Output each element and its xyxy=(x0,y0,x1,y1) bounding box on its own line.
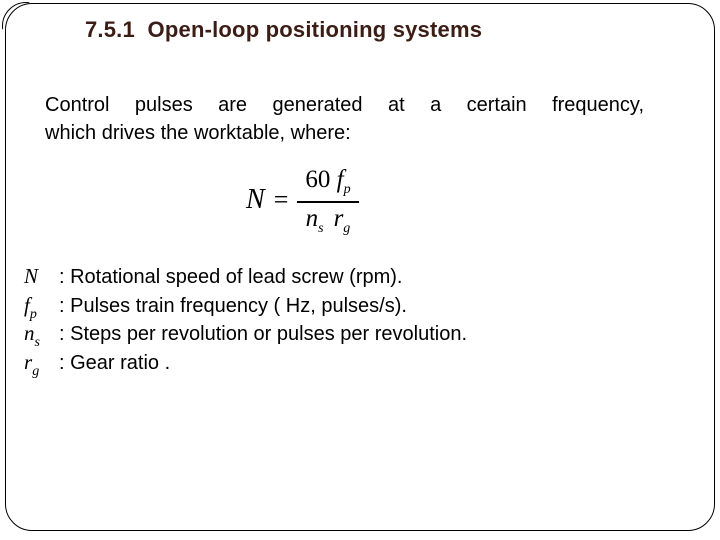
denominator-variable-1: n xyxy=(305,205,319,232)
numerator-variable: f xyxy=(336,166,344,193)
symbol-subscript: p xyxy=(29,306,37,322)
definition-text: : Gear ratio . xyxy=(59,351,171,374)
symbol-letter: f xyxy=(24,292,30,317)
intro-line-1: Control pulses are generated at a certai… xyxy=(45,94,644,116)
definitions-list: N : Rotational speed of lead screw (rpm)… xyxy=(24,264,467,379)
symbol-letter: N xyxy=(24,264,39,288)
definition-row-fp: fp : Pulses train frequency ( Hz, pulses… xyxy=(24,293,467,322)
slide-title: 7.5.1 Open-loop positioning systems xyxy=(85,17,483,42)
slide-border-frame xyxy=(5,3,715,531)
denominator-subscript-1: s xyxy=(318,221,324,236)
intro-paragraph: Control pulses are generated at a certai… xyxy=(45,91,644,147)
definition-row-N: N : Rotational speed of lead screw (rpm)… xyxy=(24,264,467,293)
symbol-subscript: s xyxy=(34,335,40,350)
definition-symbol: rg xyxy=(24,350,59,380)
intro-line-2: which drives the worktable, where: xyxy=(45,122,351,144)
symbol-letter: n xyxy=(24,321,35,345)
definition-row-rg: rg : Gear ratio . xyxy=(24,350,467,379)
symbol-subscript: g xyxy=(32,363,40,379)
symbol-letter: r xyxy=(24,349,33,374)
definition-symbol: N xyxy=(24,264,59,294)
definition-text: : Pulses train frequency ( Hz, pulses/s)… xyxy=(59,294,407,317)
formula-lhs: N xyxy=(246,183,265,215)
formula-numerator: 60 fp xyxy=(297,166,359,203)
denominator-variable-2: r xyxy=(333,205,344,232)
definition-symbol: fp xyxy=(24,293,59,323)
definition-row-ns: ns : Steps per revolution or pulses per … xyxy=(24,321,467,350)
numerator-subscript: p xyxy=(343,182,351,197)
definition-text: : Rotational speed of lead screw (rpm). xyxy=(59,266,403,288)
denominator-subscript-2: g xyxy=(343,221,351,236)
numerator-coefficient: 60 xyxy=(305,166,337,193)
definition-symbol: ns xyxy=(24,321,59,351)
definition-text: : Steps per revolution or pulses per rev… xyxy=(59,323,467,345)
formula-equals-sign: = xyxy=(273,184,289,214)
